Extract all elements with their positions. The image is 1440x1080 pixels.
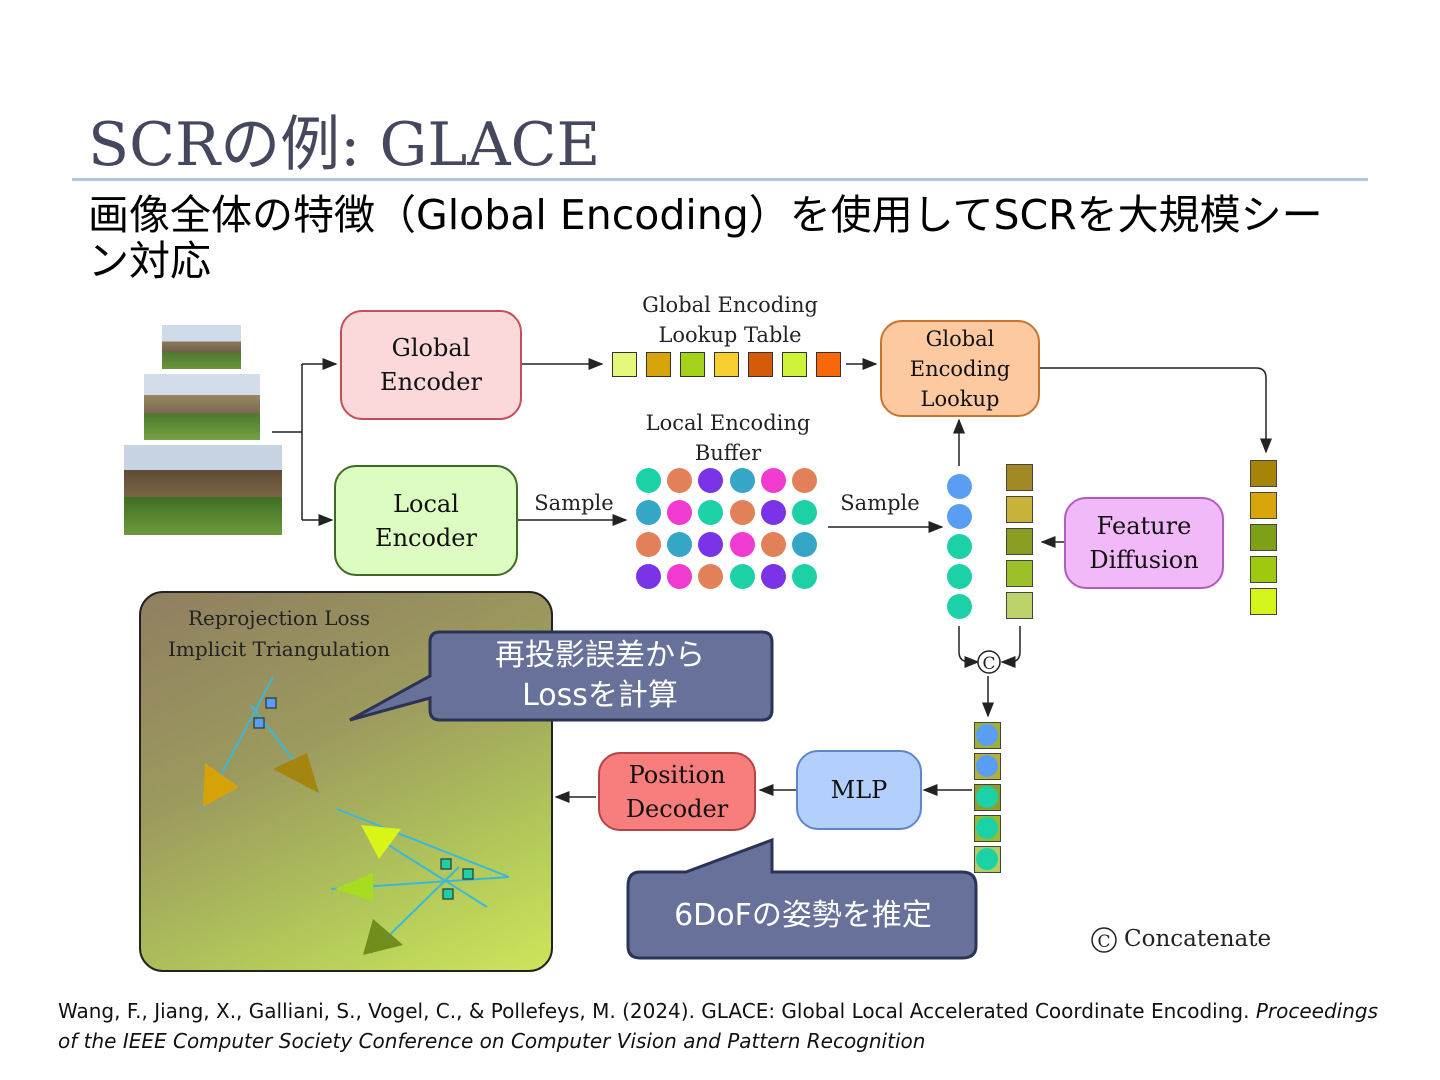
title-divider bbox=[72, 178, 1368, 181]
input-photo-small bbox=[162, 325, 241, 369]
slide-title: SCRの例: GLACE bbox=[88, 110, 601, 180]
buffer-dot bbox=[792, 500, 817, 525]
concatenated-feature bbox=[974, 815, 1001, 842]
sampled-local-dot bbox=[947, 534, 972, 559]
lookup-table-cell bbox=[782, 352, 807, 377]
slide-subtitle: 画像全体の特徴（Global Encoding）を使用してSCRを大規模シーン対… bbox=[88, 191, 1323, 285]
buffer-dot bbox=[792, 564, 817, 589]
svg-text:C: C bbox=[1097, 932, 1110, 952]
buffer-dot bbox=[667, 500, 692, 525]
mlp-box: MLP bbox=[796, 750, 922, 830]
lookup-table-cell bbox=[680, 352, 705, 377]
global-encoding-square bbox=[1250, 556, 1277, 583]
lookup-table-cell bbox=[612, 352, 637, 377]
buffer-dot bbox=[698, 468, 723, 493]
legend-concatenate: Concatenate bbox=[1124, 926, 1272, 952]
buffer-dot bbox=[667, 532, 692, 557]
diffused-global-square bbox=[1006, 528, 1033, 555]
sampled-local-dot bbox=[947, 594, 972, 619]
legend-concat-icon bbox=[1091, 927, 1117, 953]
buffer-dot bbox=[761, 564, 786, 589]
global-encoding-square bbox=[1250, 460, 1277, 487]
sample-label-1: Sample bbox=[534, 491, 614, 515]
pose-callout-shape bbox=[626, 837, 978, 960]
buffer-dot bbox=[761, 468, 786, 493]
buffer-dot bbox=[792, 468, 817, 493]
local-buffer-label: Local Encoding Buffer bbox=[645, 411, 811, 465]
buffer-dot bbox=[761, 532, 786, 557]
sampled-local-dot bbox=[947, 504, 972, 529]
reprojection-callout: 再投影誤差から Lossを計算 bbox=[495, 638, 705, 713]
sample-label-2: Sample bbox=[840, 491, 920, 515]
diffused-global-square bbox=[1006, 592, 1033, 619]
buffer-dot bbox=[730, 500, 755, 525]
buffer-dot bbox=[730, 468, 755, 493]
concatenated-feature bbox=[974, 846, 1001, 873]
diffused-global-square bbox=[1006, 560, 1033, 587]
lookup-table-cell bbox=[646, 352, 671, 377]
input-photo-medium bbox=[144, 374, 260, 440]
buffer-dot bbox=[698, 564, 723, 589]
lookup-table-cell bbox=[816, 352, 841, 377]
buffer-dot bbox=[667, 468, 692, 493]
diffused-global-square bbox=[1006, 496, 1033, 523]
global-encoding-square bbox=[1250, 492, 1277, 519]
buffer-dot bbox=[636, 532, 661, 557]
citation-venue: Proceedings of the IEEE Computer Society… bbox=[58, 999, 1378, 1053]
lookup-table-cell bbox=[714, 352, 739, 377]
global-encoding-square bbox=[1250, 524, 1277, 551]
reprojection-text: Reprojection Loss Implicit Triangulation bbox=[168, 606, 390, 661]
buffer-dot bbox=[698, 500, 723, 525]
global-encoding-square bbox=[1250, 588, 1277, 615]
input-photo-large bbox=[124, 445, 282, 535]
diffused-global-square bbox=[1006, 464, 1033, 491]
local-encoder-box: Local Encoder bbox=[334, 465, 518, 576]
feature-diffusion-box: Feature Diffusion bbox=[1064, 497, 1224, 589]
reprojection-callout-shape bbox=[349, 630, 774, 722]
sampled-local-dot bbox=[947, 564, 972, 589]
citation: Wang, F., Jiang, X., Galliani, S., Vogel… bbox=[58, 996, 1378, 1056]
concatenated-feature bbox=[974, 753, 1001, 780]
triangulation-illustration bbox=[202, 676, 510, 955]
position-decoder-box: Position Decoder bbox=[598, 752, 756, 831]
buffer-dot bbox=[730, 532, 755, 557]
buffer-dot bbox=[636, 468, 661, 493]
buffer-dot bbox=[761, 500, 786, 525]
buffer-dot bbox=[667, 564, 692, 589]
lookup-table-label: Global Encoding Lookup Table bbox=[642, 293, 818, 347]
pose-callout: 6DoFの姿勢を推定 bbox=[674, 898, 932, 933]
buffer-dot bbox=[636, 564, 661, 589]
concatenated-feature bbox=[974, 722, 1001, 749]
global-encoder-box: Global Encoder bbox=[340, 310, 522, 420]
citation-main: Wang, F., Jiang, X., Galliani, S., Vogel… bbox=[58, 999, 1256, 1023]
buffer-dot bbox=[698, 532, 723, 557]
buffer-dot bbox=[792, 532, 817, 557]
buffer-dot bbox=[730, 564, 755, 589]
lookup-table-cell bbox=[748, 352, 773, 377]
buffer-dot bbox=[636, 500, 661, 525]
sampled-local-dot bbox=[947, 474, 972, 499]
concat-symbol: C bbox=[982, 654, 995, 674]
concatenated-feature bbox=[974, 784, 1001, 811]
global-encoding-lookup-box: Global Encoding Lookup bbox=[880, 320, 1040, 417]
